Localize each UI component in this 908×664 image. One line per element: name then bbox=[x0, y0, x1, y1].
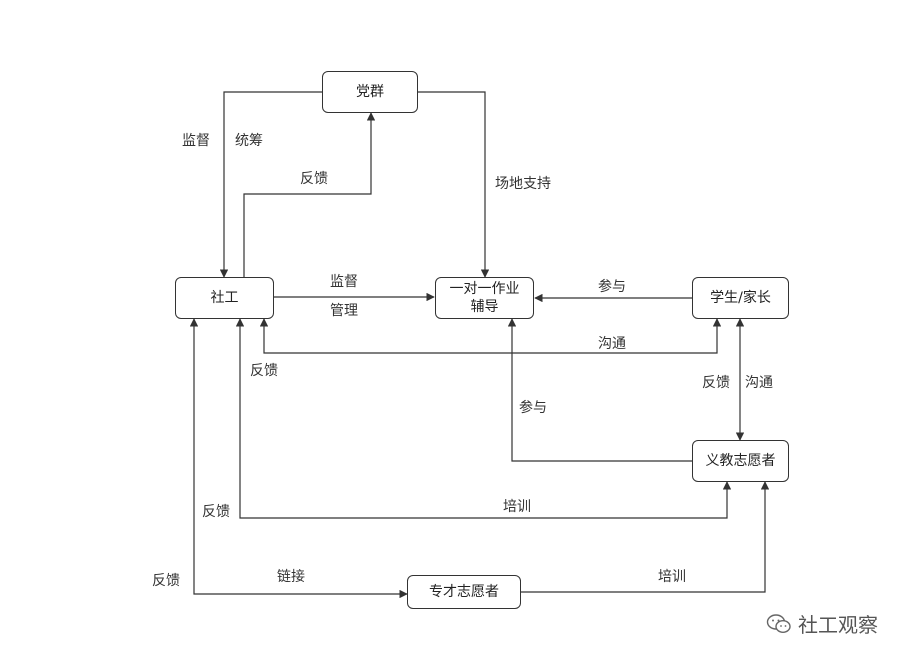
label-communicate-student: 沟通 bbox=[598, 336, 626, 352]
node-student-parent: 学生/家长 bbox=[692, 277, 789, 319]
node-professional-volunteer: 专才志愿者 bbox=[407, 575, 521, 609]
edge-party-venue-tutoring bbox=[418, 91, 490, 278]
watermark: 社工观察 bbox=[766, 609, 878, 638]
wechat-icon bbox=[766, 613, 791, 633]
watermark-text: 社工观察 bbox=[798, 613, 878, 637]
edge-worker-student-communicate bbox=[259, 318, 722, 354]
label-feedback-volunteer: 反馈 bbox=[202, 504, 230, 520]
label-feedback-vol-student: 反馈 bbox=[702, 375, 730, 391]
label-feedback-student: 反馈 bbox=[250, 363, 278, 379]
label-feedback-professional: 反馈 bbox=[152, 573, 180, 589]
label-manage: 管理 bbox=[330, 303, 358, 319]
label-participate-student: 参与 bbox=[598, 279, 626, 295]
node-party: 党群 bbox=[322, 71, 418, 113]
label-link-professional: 链接 bbox=[277, 569, 305, 585]
label-coordinate: 统筹 bbox=[235, 133, 263, 149]
node-compulsory-volunteer: 义教志愿者 bbox=[692, 440, 789, 482]
label-supervise-mid: 监督 bbox=[330, 274, 358, 290]
label-feedback-to-party: 反馈 bbox=[300, 171, 328, 187]
label-supervise-left: 监督 bbox=[182, 133, 210, 149]
node-social-worker: 社工 bbox=[175, 277, 274, 319]
label-train-professional: 培训 bbox=[658, 569, 686, 585]
label-venue-support: 场地支持 bbox=[495, 176, 551, 192]
edge-worker-professional-link bbox=[189, 318, 408, 599]
label-participate-volunteer: 参与 bbox=[519, 400, 547, 416]
node-tutoring: 一对一作业辅导 bbox=[435, 277, 534, 319]
label-train-volunteer: 培训 bbox=[503, 499, 531, 515]
edge-professional-train-volunteer bbox=[521, 481, 770, 593]
edge-worker-volunteer-train bbox=[235, 318, 732, 519]
edge-party-supervise-worker bbox=[219, 91, 322, 278]
edge-worker-feedback-party bbox=[243, 112, 376, 277]
label-communicate-vol-student: 沟通 bbox=[745, 375, 773, 391]
